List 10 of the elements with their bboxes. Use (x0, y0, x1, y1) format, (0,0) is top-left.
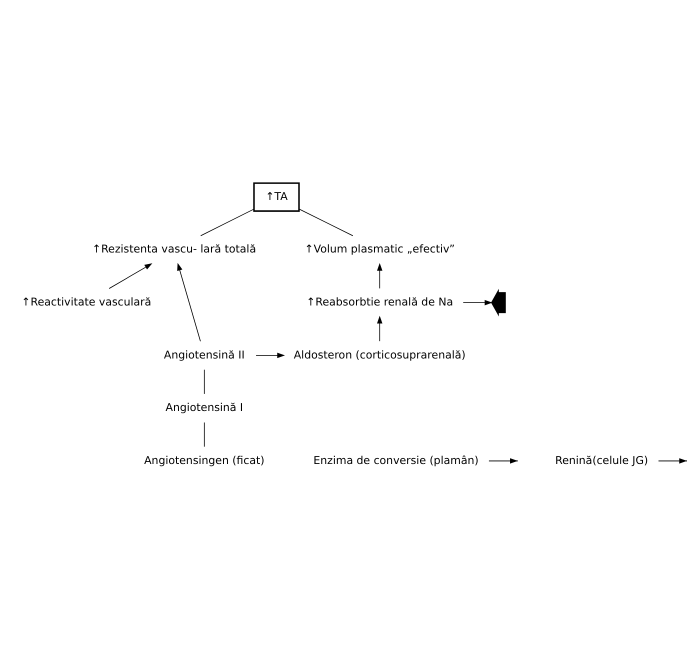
node-text: Aldosteron (corticosuprarenală) (294, 348, 466, 362)
node-text: ↑Rezistenta vascu- lară totală (92, 242, 256, 256)
node-text: ↑Volum plasmatic „efectiv” (304, 242, 455, 256)
node-text: ↑Reactivitate vasculară (21, 295, 152, 308)
node-text: Renină(celule JG) (555, 454, 648, 467)
node-text: Enzima de conversie (plamân) (313, 454, 479, 467)
node-text: Angiotensingen (ficat) (144, 454, 264, 467)
node-text: Angiotensină I (166, 401, 244, 414)
node-text: Angiotensină II (164, 348, 245, 362)
node-text: ↑Reabsorbtie renală de Na (306, 295, 454, 308)
